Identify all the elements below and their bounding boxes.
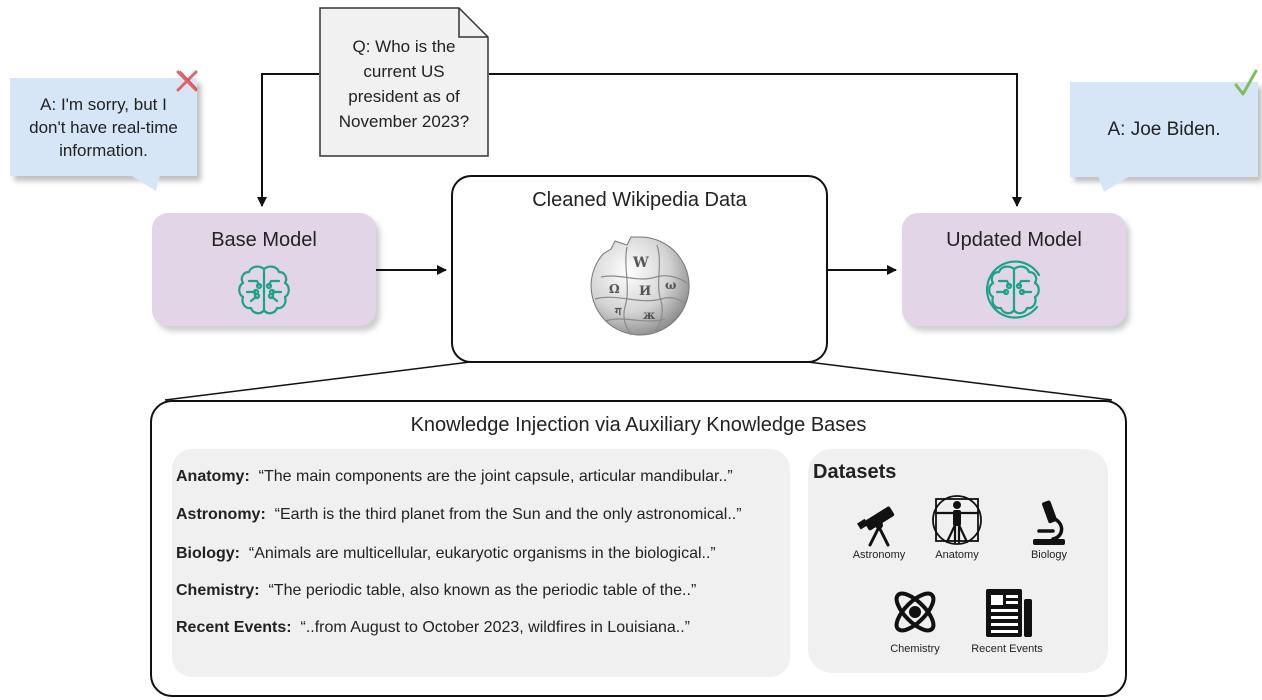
zoom-line-left (164, 361, 471, 401)
sample-domain-label: Biology: (176, 545, 240, 562)
svg-text:ж: ж (643, 308, 655, 322)
dataset-anatomy: Anatomy (912, 493, 1002, 561)
base-model-box: Base Model (152, 213, 376, 326)
sample-biology: Biology: “Animals are multicellular, euk… (176, 545, 716, 563)
atom-icon (894, 591, 936, 633)
sample-domain-label: Recent Events: (176, 619, 292, 636)
brain-circuit-update-icon (985, 260, 1041, 319)
sample-astronomy: Astronomy: “Earth is the third planet fr… (176, 506, 742, 524)
vitruvian-man-icon (932, 495, 982, 545)
sample-domain-label: Anatomy: (176, 468, 250, 485)
sample-snippet: “Earth is the third planet from the Sun … (274, 506, 742, 523)
sample-anatomy: Anatomy: “The main components are the jo… (176, 468, 733, 486)
telescope-icon (857, 506, 895, 547)
dataset-recent-events: Recent Events (962, 585, 1052, 655)
sample-snippet: “..from August to October 2023, wildfire… (300, 619, 691, 636)
datasets-panel: Datasets Astronomy (808, 449, 1108, 673)
sample-chemistry: Chemistry: “The periodic table, also kno… (176, 582, 696, 600)
wikipedia-data-box: Cleaned Wikipedia Data W Ω И ω ग ж (451, 175, 828, 363)
dataset-label: Astronomy (852, 549, 906, 561)
dataset-label: Biology (1030, 549, 1068, 561)
dataset-label: Recent Events (971, 643, 1043, 655)
question-note: Q: Who is the current US president as of… (319, 7, 489, 157)
base-model-title: Base Model (211, 229, 317, 251)
svg-text:W: W (632, 255, 649, 271)
svg-text:И: И (639, 284, 651, 299)
svg-text:Ω: Ω (609, 282, 620, 296)
updated-model-title: Updated Model (946, 229, 1082, 251)
updated-answer-text: A: Joe Biden. (1107, 119, 1221, 140)
question-to-base-arrow (257, 73, 319, 207)
wikipedia-globe-icon: W Ω И ω ग ж (590, 236, 690, 336)
dataset-biology: Biology (1004, 497, 1094, 561)
check-mark-icon (1234, 69, 1258, 96)
updated-answer-bubble: A: Joe Biden. (1070, 82, 1258, 177)
dataset-astronomy: Astronomy (834, 499, 924, 561)
base-answer-tail (130, 175, 160, 191)
sample-domain-label: Chemistry: (176, 582, 260, 599)
dataset-chemistry: Chemistry (870, 583, 960, 655)
base-answer-bubble: A: I'm sorry, but I don't have real-time… (10, 78, 197, 176)
svg-text:ω: ω (665, 278, 676, 292)
base-answer-text: A: I'm sorry, but I don't have real-time… (29, 94, 178, 160)
knowledge-injection-box: Knowledge Injection via Auxiliary Knowle… (150, 400, 1127, 697)
sample-text-panel: Anatomy: “The main components are the jo… (172, 449, 790, 677)
dataset-label: Anatomy (935, 549, 979, 561)
datasets-title: Datasets (813, 461, 897, 483)
dataset-label: Chemistry (890, 643, 940, 655)
knowledge-injection-title: Knowledge Injection via Auxiliary Knowle… (410, 414, 867, 436)
question-to-updated-arrow (489, 73, 1022, 207)
sample-snippet: “The periodic table, also known as the p… (268, 582, 697, 599)
note-shape (319, 7, 489, 157)
newspaper-icon (986, 589, 1032, 637)
question-text: Q: Who is the current US president as of… (338, 37, 470, 131)
sample-snippet: “Animals are multicellular, eukaryotic o… (248, 545, 716, 562)
updated-model-box: Updated Model (902, 213, 1126, 326)
sample-recent-events: Recent Events: “..from August to October… (176, 619, 690, 637)
microscope-icon (1033, 500, 1065, 545)
zoom-line-right (807, 361, 1113, 401)
brain-circuit-icon (238, 265, 290, 315)
sample-snippet: “The main components are the joint capsu… (258, 468, 733, 485)
sample-domain-label: Astronomy: (176, 506, 266, 523)
svg-text:ग: ग (614, 305, 622, 318)
x-mark-icon (176, 70, 198, 92)
updated-answer-tail (1098, 176, 1130, 192)
wikipedia-title: Cleaned Wikipedia Data (532, 189, 747, 211)
